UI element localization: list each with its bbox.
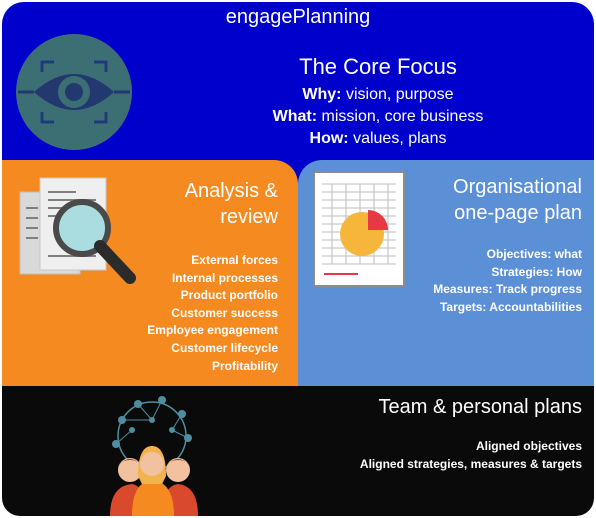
list-item: Internal processes: [171, 270, 278, 285]
list-item: Objectives: what: [486, 247, 582, 261]
list-item: Aligned objectives: [475, 439, 582, 453]
analysis-list: External forces Internal processes Produ…: [147, 252, 278, 375]
list-item: Aligned strategies, measures & targets: [359, 456, 582, 471]
brand-title: engagePlanning: [225, 6, 371, 28]
list-item: Product portfolio: [180, 288, 278, 303]
list-item: Strategies: How: [491, 264, 582, 279]
people-network-icon: [110, 396, 198, 516]
list-item: External forces: [191, 253, 278, 267]
one-page-plan-block: Organisational one-page plan Objectives:…: [298, 160, 594, 392]
report-chart-icon: [313, 171, 405, 287]
core-focus-lines: Why: vision, purpose What: mission, core…: [162, 84, 594, 150]
list-item: Profitability: [211, 358, 278, 373]
team-list: Aligned objectives Aligned strategies, m…: [360, 438, 582, 473]
list-item: Employee engagement: [147, 323, 278, 338]
core-focus-title: The Core Focus: [299, 54, 457, 79]
list-item: Measures: Track progress: [433, 282, 582, 297]
analysis-title: Analysis & review: [184, 180, 278, 228]
plan-title: Organisational one-page plan: [453, 176, 582, 224]
team-title: Team & personal plans: [378, 396, 582, 418]
list-item: Targets: Accountabilities: [439, 299, 582, 314]
core-line-what: What: mission, core business: [272, 108, 484, 125]
analysis-review-block: Analysis & review External forces Intern…: [2, 160, 298, 392]
magnifier-documents-icon: [19, 177, 136, 284]
core-line-how: How: values, plans: [309, 130, 447, 147]
core-line-why: Why: vision, purpose: [302, 86, 454, 103]
plan-list: Objectives: what Strategies: How Measure…: [433, 246, 582, 316]
team-personal-block: Team & personal plans Aligned objectives…: [2, 386, 594, 516]
list-item: Customer success: [171, 305, 278, 320]
list-item: Customer lifecycle: [171, 340, 278, 355]
eye-icon: [16, 34, 132, 150]
